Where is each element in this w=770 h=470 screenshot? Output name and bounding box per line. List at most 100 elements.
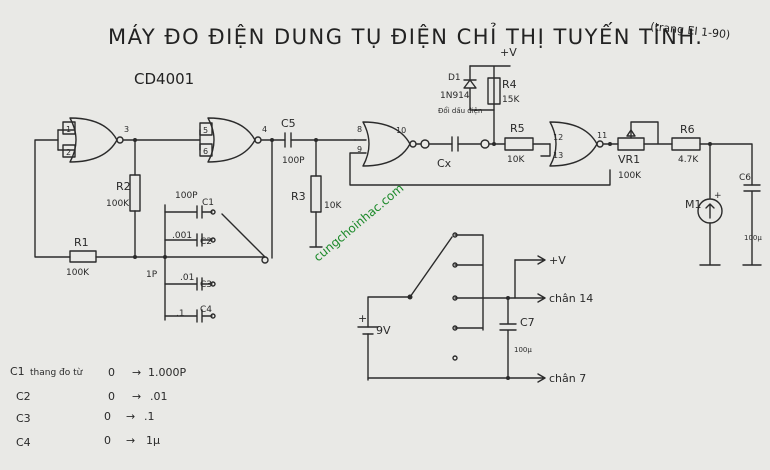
range-note: thang đo từ [30, 368, 84, 378]
c7-ref: C7 [520, 316, 535, 329]
power-switch [407, 232, 484, 361]
r2-value: 100K [106, 199, 130, 209]
d1-part: 1N914 [440, 91, 470, 101]
r1-ref: R1 [74, 236, 89, 249]
out-pin7-label: chân 7 [549, 372, 586, 385]
vr1-value: 100K [618, 171, 642, 181]
c3-value: .01 [180, 273, 194, 283]
r5-value: 10K [507, 155, 525, 165]
resistor-r6: R6 4.7K [671, 123, 753, 186]
range-cap: C3 [16, 412, 31, 425]
c6-value: 100µ [744, 234, 762, 242]
r2-ref: R2 [116, 180, 131, 193]
meter-m1: M1 + [685, 143, 723, 266]
pin-13: 13 [553, 151, 563, 160]
r6-value: 4.7K [678, 155, 699, 165]
pin-11: 11 [597, 131, 607, 140]
resistor-r1: R1 100K [66, 236, 266, 278]
resistor-r5: R5 10K [493, 122, 551, 165]
range-to: 1µ [146, 434, 160, 447]
battery-plus-icon: + [358, 312, 367, 325]
c1-ref: C1 [202, 198, 214, 208]
r3-ref: R3 [291, 190, 306, 203]
supply-label: +V [500, 46, 517, 59]
range-arrow: → [126, 434, 135, 447]
c7-value: 100µ [514, 346, 532, 354]
pin-12: 12 [553, 133, 563, 142]
pin-2: 2 [66, 148, 71, 157]
schematic-title: MÁY ĐO ĐIỆN DUNG TỤ ĐIỆN CHỈ THỊ TUYẾN T… [108, 22, 703, 49]
nor-gate-4: 12 13 11 [549, 121, 607, 167]
c5-ref: C5 [281, 117, 296, 130]
range-row: C4 0 → 1µ [16, 434, 160, 449]
nor-gate-2: 5 6 4 [199, 117, 267, 163]
battery-label: 9V [376, 324, 391, 337]
capacitor-c6: C6 100µ [739, 173, 762, 266]
range-from: 0 [104, 410, 111, 423]
range-to: .01 [150, 390, 168, 403]
c2-ref: C2 [200, 237, 212, 247]
r6-ref: R6 [680, 123, 695, 136]
c4-ref: C4 [200, 305, 212, 315]
pin-6: 6 [203, 147, 208, 156]
r3-value: 10K [324, 201, 342, 211]
pin-4: 4 [262, 125, 267, 134]
cx-ref: Cx [437, 157, 452, 170]
range-cap: C4 [16, 436, 31, 449]
diode-d1: D1 1N914 Đổi dấu điện [438, 65, 495, 115]
m1-ref: M1 [685, 198, 702, 211]
range-arrow: → [126, 410, 135, 423]
potentiometer-vr1: VR1 100K [617, 121, 673, 181]
vr1-ref: VR1 [618, 153, 640, 166]
pin-10: 10 [396, 126, 406, 135]
pin-5: 5 [203, 126, 208, 135]
pin-8: 8 [357, 125, 362, 134]
watermark: cungchoinhac.com [311, 181, 407, 264]
pin-3: 3 [124, 125, 129, 134]
range-table: C1 thang đo từ 0 → 1.000P C2 0 → .01 C3 … [10, 365, 186, 449]
c6-ref: C6 [739, 173, 751, 183]
r4-value: 15K [502, 95, 520, 105]
range-arrow: → [132, 390, 141, 403]
range-from: 0 [108, 366, 115, 379]
c4-value: .1 [176, 309, 185, 319]
out-pin14-label: chân 14 [549, 292, 593, 305]
range-row: C3 0 → .1 [16, 410, 155, 425]
r5-ref: R5 [510, 122, 525, 135]
resistor-r2: R2 100K [106, 139, 141, 258]
range-to: 1.000P [148, 366, 186, 379]
c3-ref: C3 [200, 280, 212, 290]
meter-plus-icon: + [714, 191, 722, 201]
out-v-label: +V [549, 254, 566, 267]
capacitor-bank: 100P C1 .001 C2 .01 C3 .1 C4 1P [146, 191, 266, 323]
range-from: 0 [104, 434, 111, 447]
pin-9: 9 [357, 145, 362, 154]
r1-value: 100K [66, 268, 90, 278]
d1-note: Đổi dấu điện [438, 106, 482, 115]
c2-value: .001 [172, 231, 192, 241]
range-to: .1 [144, 410, 155, 423]
c5-value: 100P [282, 156, 305, 166]
range-arrow: → [132, 366, 141, 379]
r4-ref: R4 [502, 78, 517, 91]
range-row: C1 thang đo từ 0 → 1.000P [10, 365, 186, 379]
capacitor-c5: C5 100P [281, 117, 305, 166]
nor-gate-3: 8 9 10 [357, 121, 417, 167]
resistor-r4: R4 15K [487, 77, 520, 105]
pin-1: 1 [66, 125, 71, 134]
capacitor-c7: C7 100µ [499, 297, 535, 379]
capacitor-cx: Cx [437, 136, 459, 170]
range-cap: C1 [10, 365, 25, 378]
d1-ref: D1 [448, 73, 461, 83]
range-cap: C2 [16, 390, 31, 403]
battery-9v: + 9V [357, 296, 411, 381]
nor-gate-1: 1 2 3 [57, 117, 129, 163]
resistor-r3: R3 10K [291, 139, 342, 248]
c1-value: 100P [175, 191, 198, 201]
range-row: C2 0 → .01 [16, 390, 168, 403]
ic-label: CD4001 [134, 70, 194, 88]
bank-note: 1P [146, 270, 158, 280]
range-from: 0 [108, 390, 115, 403]
